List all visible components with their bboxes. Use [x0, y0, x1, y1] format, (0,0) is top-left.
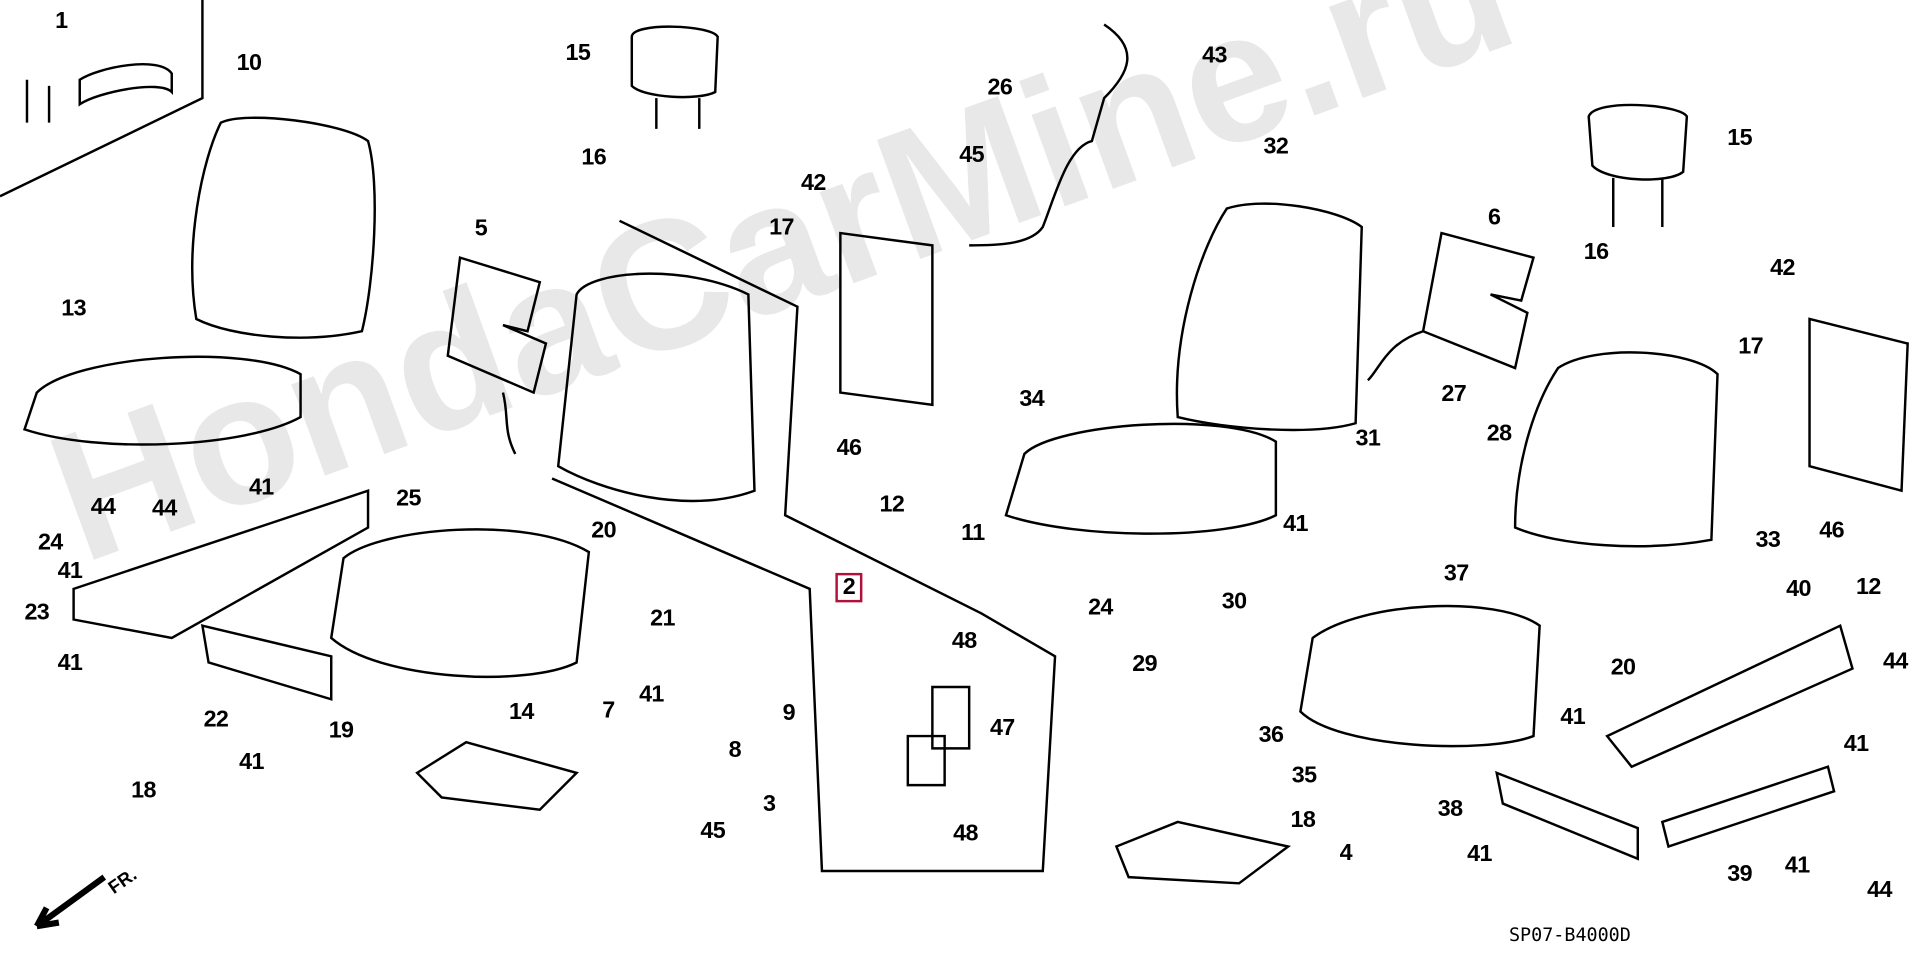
seat-back-10: [191, 116, 376, 339]
part-callout-35[interactable]: 35: [1291, 763, 1317, 789]
harness-26: [969, 23, 1129, 247]
part-callout-44[interactable]: 44: [90, 494, 116, 521]
part-callout-28[interactable]: 28: [1486, 420, 1512, 447]
part-callout-25[interactable]: 25: [396, 485, 421, 512]
part-callout-5[interactable]: 5: [474, 215, 488, 242]
part-callout-15[interactable]: 15: [1727, 125, 1752, 151]
part-callout-29[interactable]: 29: [1132, 651, 1157, 678]
part-callout-48[interactable]: 48: [951, 628, 977, 654]
part-callout-44[interactable]: 44: [1883, 648, 1908, 675]
part-callout-6[interactable]: 6: [1488, 204, 1501, 231]
seat-cushion-34: [1004, 422, 1278, 535]
part-callout-37[interactable]: 37: [1443, 560, 1469, 587]
headrest-15-right: [1587, 103, 1689, 227]
part-callout-36[interactable]: 36: [1258, 722, 1284, 749]
part-callout-20[interactable]: 20: [591, 517, 616, 544]
part-callout-41[interactable]: 41: [248, 474, 274, 501]
rail-23-25: [72, 489, 370, 640]
seat-cushion-14: [329, 528, 591, 678]
seat-back-frame-11: [551, 219, 1057, 873]
part-callout-7[interactable]: 7: [602, 698, 615, 724]
part-callout-41[interactable]: 41: [57, 650, 83, 676]
part-callout-41[interactable]: 41: [639, 682, 664, 708]
part-callout-12[interactable]: 12: [1856, 574, 1881, 600]
part-callout-9[interactable]: 9: [782, 700, 796, 727]
part-callout-24[interactable]: 24: [1088, 594, 1113, 621]
part-callout-13[interactable]: 13: [61, 295, 86, 322]
part-callout-41[interactable]: 41: [57, 558, 83, 584]
part-callout-1[interactable]: 1: [55, 8, 68, 35]
part-callout-41[interactable]: 41: [1283, 511, 1308, 538]
part-callout-31[interactable]: 31: [1355, 425, 1381, 452]
back-panel-12-right: [1808, 317, 1909, 493]
cover-22: [200, 624, 333, 701]
heater-6: [1366, 231, 1536, 382]
part-callout-17[interactable]: 17: [769, 214, 794, 241]
part-callout-16[interactable]: 16: [1583, 239, 1609, 265]
part-callout-30[interactable]: 30: [1221, 588, 1247, 615]
part-callout-47[interactable]: 47: [989, 715, 1015, 741]
part-callout-3[interactable]: 3: [763, 791, 776, 818]
headrest-15-left: [630, 25, 719, 129]
part-callout-41[interactable]: 41: [1843, 731, 1869, 757]
part-callout-15[interactable]: 15: [565, 40, 591, 67]
heater-4: [1114, 820, 1292, 885]
heater-3: [415, 740, 579, 811]
part-callout-48[interactable]: 48: [953, 820, 978, 847]
part-callout-41[interactable]: 41: [239, 749, 264, 776]
part-callout-12[interactable]: 12: [879, 491, 905, 518]
part-callout-44[interactable]: 44: [152, 495, 177, 522]
part-callout-42[interactable]: 42: [801, 170, 826, 197]
heater-5: [446, 256, 548, 455]
part-callout-24[interactable]: 24: [37, 529, 63, 556]
rail-40: [1605, 623, 1854, 769]
motor-assembly-2: [906, 685, 971, 787]
part-callout-44[interactable]: 44: [1867, 877, 1892, 903]
back-panel-12-left: [839, 231, 934, 407]
seat-cushion-35: [1299, 604, 1541, 748]
seat-cushion-13: [22, 355, 302, 446]
part-callout-8[interactable]: 8: [728, 737, 742, 764]
part-callout-46[interactable]: 46: [1819, 517, 1844, 544]
part-callout-45[interactable]: 45: [700, 818, 726, 845]
part-callout-18[interactable]: 18: [131, 777, 156, 804]
part-callout-18[interactable]: 18: [1290, 807, 1316, 833]
part-callout-2[interactable]: 2: [835, 572, 863, 603]
seat-back-33: [1513, 351, 1719, 548]
part-callout-40[interactable]: 40: [1786, 576, 1811, 603]
part-callout-33[interactable]: 33: [1755, 527, 1781, 554]
part-callout-11[interactable]: 11: [961, 520, 985, 546]
part-callout-42[interactable]: 42: [1770, 255, 1795, 281]
part-callout-41[interactable]: 41: [1467, 841, 1492, 868]
part-callout-32[interactable]: 32: [1263, 133, 1289, 160]
part-callout-16[interactable]: 16: [581, 144, 607, 171]
cover-38: [1495, 770, 1640, 861]
seat-back-32: [1175, 202, 1363, 432]
inset-box-part-1: [0, 0, 204, 198]
front-arrow: [34, 874, 107, 930]
part-callout-39[interactable]: 39: [1727, 861, 1752, 887]
bracket-39: [1660, 765, 1836, 849]
part-callout-46[interactable]: 46: [836, 435, 862, 462]
part-callout-22[interactable]: 22: [203, 706, 229, 733]
part-callout-4[interactable]: 4: [1339, 840, 1353, 867]
part-callout-34[interactable]: 34: [1019, 386, 1045, 413]
part-callout-17[interactable]: 17: [1738, 333, 1763, 360]
part-callout-21[interactable]: 21: [650, 606, 675, 632]
part-callout-27[interactable]: 27: [1441, 381, 1467, 408]
part-callout-23[interactable]: 23: [24, 599, 50, 626]
part-callout-41[interactable]: 41: [1560, 704, 1586, 730]
part-callout-43[interactable]: 43: [1202, 42, 1227, 69]
part-callout-26[interactable]: 26: [987, 74, 1013, 101]
part-callout-10[interactable]: 10: [236, 50, 262, 77]
part-callout-14[interactable]: 14: [509, 699, 534, 726]
part-callout-41[interactable]: 41: [1784, 852, 1810, 879]
part-callout-38[interactable]: 38: [1437, 796, 1463, 822]
diagram-code: SP07-B4000D: [1508, 923, 1631, 946]
part-callout-45[interactable]: 45: [959, 142, 984, 169]
part-callout-19[interactable]: 19: [328, 717, 354, 744]
part-callout-20[interactable]: 20: [1610, 655, 1636, 681]
